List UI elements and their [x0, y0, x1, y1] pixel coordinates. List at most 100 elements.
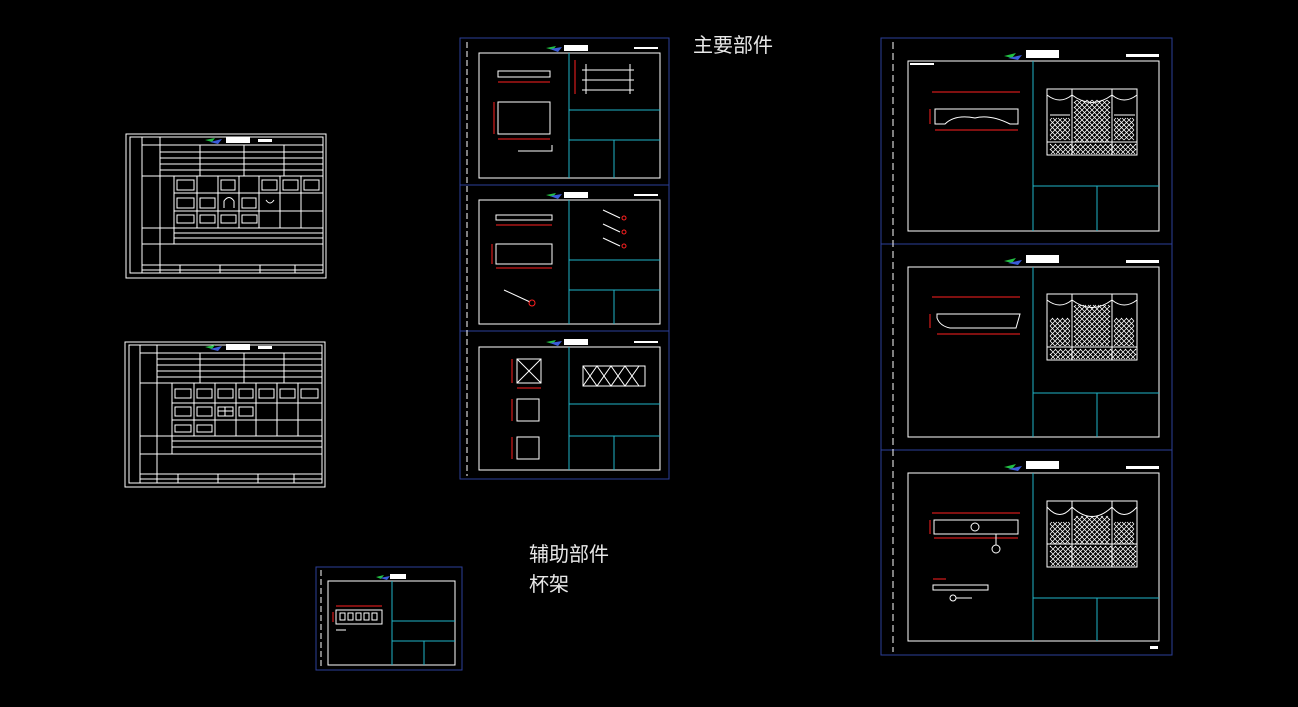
lattice-line [1049, 545, 1052, 548]
lattice-line [1049, 521, 1058, 530]
lattice-line [1067, 117, 1071, 121]
lattice-line [1095, 515, 1111, 531]
lattice-line [1065, 545, 1087, 567]
lattice-line [1110, 545, 1132, 567]
lattice-line [1134, 348, 1137, 351]
lattice-line [1049, 550, 1066, 567]
lattice-line [1049, 555, 1061, 567]
lattice-line [1073, 99, 1103, 129]
lattice-line [1073, 99, 1108, 134]
lattice-line [1049, 545, 1057, 553]
lattice-line [1073, 528, 1090, 545]
lattice-line [1101, 99, 1111, 109]
lattice-line [1115, 545, 1137, 567]
lattice-line [1075, 143, 1087, 155]
lattice-line [1126, 521, 1135, 530]
lattice-line [1100, 515, 1111, 526]
lattice-line [1073, 325, 1095, 347]
lattice-line [1060, 143, 1072, 155]
lattice-line [1104, 538, 1111, 545]
lattice-line [1099, 533, 1111, 545]
lattice-line [1049, 117, 1068, 136]
lattice-line [1105, 545, 1127, 567]
lattice-line [1084, 518, 1111, 545]
label-cup-rack: 杯架 [529, 572, 569, 596]
lattice-line [1074, 545, 1096, 567]
lattice-line [1064, 143, 1076, 155]
lattice-line [1100, 348, 1112, 360]
lattice-line [1073, 304, 1097, 328]
lattice-line [1109, 545, 1131, 567]
lattice-line [1059, 143, 1071, 155]
lattice-line [1073, 515, 1099, 541]
middle-sheet-3 [478, 346, 661, 471]
lattice-line [1090, 545, 1112, 567]
lattice-line [1113, 521, 1117, 525]
lattice-line [1052, 521, 1071, 540]
lattice-line [1073, 136, 1080, 143]
lattice-line [1134, 545, 1137, 548]
lattice-line [1073, 99, 1083, 109]
lattice-line [1084, 116, 1111, 143]
lattice-line [1104, 340, 1111, 347]
lattice-line [1049, 143, 1057, 151]
lattice-line [1120, 317, 1135, 332]
lattice-line [1130, 353, 1137, 360]
right-sheet-3-logo [1004, 461, 1159, 649]
lattice-line [1054, 545, 1076, 567]
lattice-line [1052, 117, 1071, 136]
right-sheet-1-logo [910, 50, 1159, 65]
lattice-line [1069, 348, 1081, 360]
lattice-line [1084, 545, 1106, 567]
lattice-line [1105, 143, 1117, 155]
middle-sheet-1-logo [546, 45, 658, 52]
lattice-line [1073, 116, 1100, 143]
lattice-line [1049, 320, 1071, 342]
lattice-line [1109, 348, 1121, 360]
lattice-line [1115, 143, 1127, 155]
lattice-line [1104, 348, 1116, 360]
lattice-line [1060, 545, 1082, 567]
lattice-line [1113, 521, 1132, 540]
lattice-line [1049, 545, 1067, 563]
lattice-line [1049, 521, 1053, 525]
lattice-line [1094, 143, 1106, 155]
lattice-line [1124, 545, 1137, 558]
lattice-line [1081, 99, 1111, 129]
lattice-line [1062, 117, 1071, 126]
lattice-line [1064, 545, 1086, 567]
lattice-line [1060, 348, 1072, 360]
lattice-line [1073, 304, 1092, 323]
lattice-line [1126, 117, 1135, 126]
lattice-line [1066, 317, 1071, 322]
lattice-line [1055, 348, 1067, 360]
lattice-line [1079, 545, 1101, 567]
lattice-line [1075, 348, 1087, 360]
lattice-line [1073, 310, 1110, 347]
lattice-line [1129, 545, 1137, 553]
lattice-line [1049, 545, 1062, 558]
lattice-line [1073, 126, 1090, 143]
lattice-line [1129, 143, 1137, 151]
lattice-line [1090, 143, 1102, 155]
lattice-line [1089, 325, 1111, 347]
lattice-line [1056, 317, 1071, 332]
lattice-line [1094, 545, 1116, 567]
lattice-line [1113, 523, 1135, 545]
lattice-line [1110, 348, 1122, 360]
middle-sheet-1 [478, 52, 661, 179]
lattice-line [1097, 304, 1111, 318]
lattice-line [1070, 545, 1092, 567]
lattice-line [1106, 99, 1111, 104]
lattice-line [1049, 317, 1054, 322]
lattice-line [1109, 143, 1121, 155]
lattice-line [1090, 515, 1111, 536]
label-main-parts: 主要部件 [693, 33, 773, 57]
lattice-line [1114, 545, 1136, 567]
lattice-line [1049, 143, 1061, 155]
lattice-line [1049, 560, 1056, 567]
lattice-line [1073, 515, 1084, 526]
lattice-line [1090, 348, 1102, 360]
lattice-line [1094, 348, 1106, 360]
right-sheet-2-logo [1004, 255, 1159, 265]
